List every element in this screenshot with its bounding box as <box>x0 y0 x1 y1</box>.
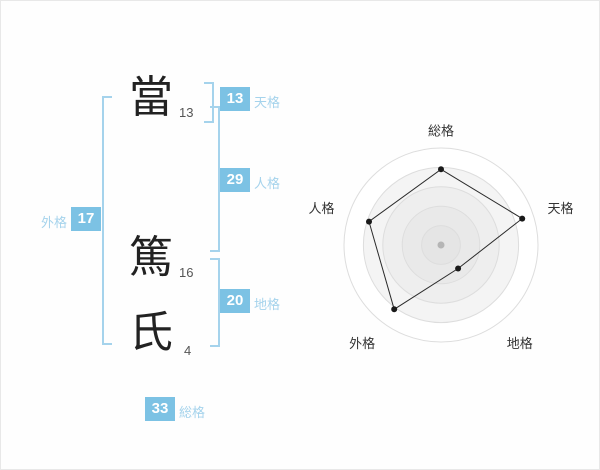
name-character-1: 當 <box>129 73 173 122</box>
name-character-3: 氏 <box>129 308 173 357</box>
radar-axis-label: 天格 <box>548 201 574 216</box>
chikaku-bracket <box>210 258 220 347</box>
radar-axis-label: 人格 <box>308 201 334 216</box>
radar-axis-label: 地格 <box>507 336 533 351</box>
gaikaku-badge: 17 <box>71 207 101 231</box>
radar-center-dot <box>437 241 445 249</box>
radar-data-point <box>519 215 526 222</box>
tenkaku-badge: 13 <box>220 87 250 111</box>
soukaku-badge: 33 <box>145 397 175 421</box>
jinkaku-badge: 29 <box>220 168 250 192</box>
jinkaku-label: 人格 <box>254 176 281 191</box>
stroke-count-2: 16 <box>179 265 194 280</box>
radar-data-point <box>438 166 444 173</box>
radar-axis-label: 外格 <box>349 336 375 351</box>
chikaku-badge: 20 <box>220 289 250 313</box>
jinkaku-bracket <box>210 106 220 252</box>
radar-axis-label: 総格 <box>428 124 454 139</box>
tenkaku-label: 天格 <box>254 95 281 110</box>
chikaku-label: 地格 <box>254 297 281 312</box>
fortune-radar-chart: 総格天格地格 外格 人格 <box>301 106 591 396</box>
radar-data-point <box>366 218 372 225</box>
tenkaku-bracket <box>204 82 214 123</box>
stroke-count-1: 13 <box>179 105 194 120</box>
gaikaku-label: 外格 <box>41 215 68 230</box>
gaikaku-bracket <box>102 96 112 345</box>
radar-data-point <box>391 306 398 313</box>
soukaku-label: 総格 <box>179 405 206 420</box>
name-character-2: 篤 <box>129 233 173 282</box>
stroke-count-3: 4 <box>184 343 192 358</box>
radar-data-point <box>455 265 462 272</box>
radar-data-polygon <box>368 168 524 311</box>
